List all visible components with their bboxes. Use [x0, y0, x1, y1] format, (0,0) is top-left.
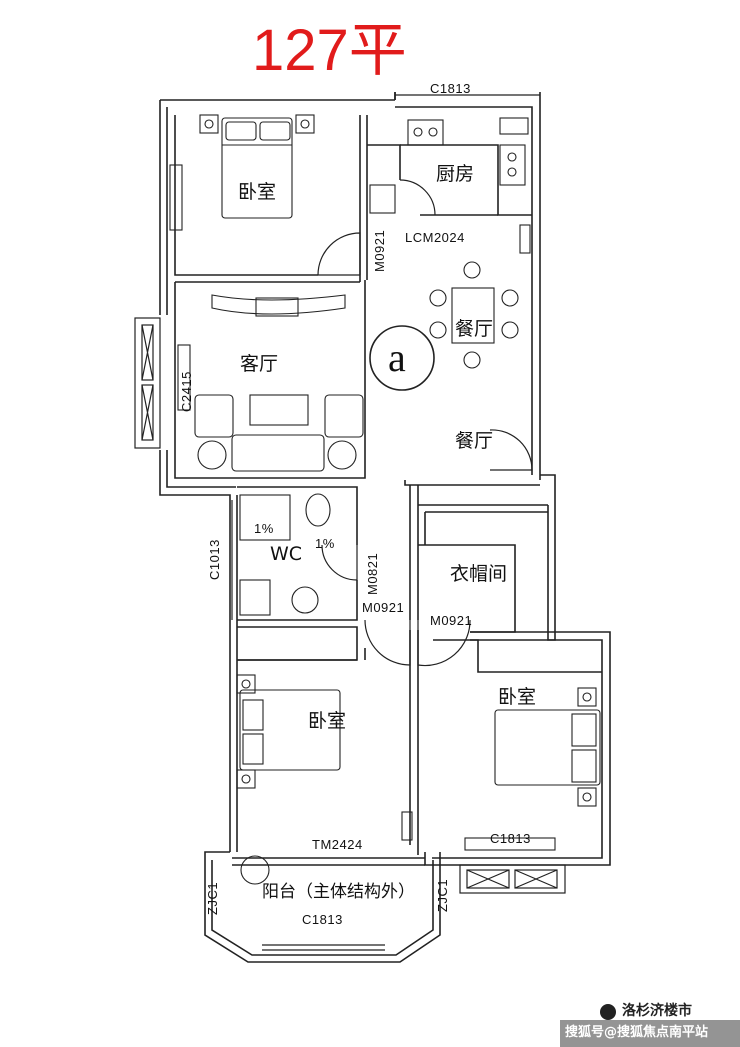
code-c1813-top: C1813	[430, 81, 471, 96]
watermark-logo	[600, 1004, 616, 1020]
room-dining-side: 餐厅	[455, 430, 494, 452]
furniture	[169, 114, 601, 885]
outer-walls	[159, 92, 611, 963]
unit-tag-circle	[369, 325, 435, 391]
code-slope-1: 1%	[254, 521, 274, 536]
code-m0921-left: M0921	[362, 600, 405, 615]
code-c1013: C1013	[207, 539, 222, 580]
code-zjc1-right: ZJC1	[435, 878, 450, 912]
area-title: 127平	[252, 18, 407, 83]
room-bedroom-top: 卧室	[238, 181, 277, 203]
code-c2415: C2415	[179, 371, 194, 412]
watermark-source: 搜狐号@搜狐焦点南平站	[565, 1025, 709, 1040]
code-zjc1-left: ZJC1	[205, 881, 220, 915]
code-m0821: M0821	[365, 552, 380, 595]
code-slope-2: 1%	[315, 536, 335, 551]
room-kitchen: 厨房	[436, 163, 475, 185]
code-m0921-right: M0921	[430, 613, 473, 628]
room-balcony: 阳台（主体结构外）	[262, 882, 415, 902]
room-cloakroom: 衣帽间	[450, 563, 508, 585]
watermark-bar	[560, 1020, 740, 1047]
windows	[134, 94, 566, 951]
room-bedroom-right: 卧室	[498, 686, 537, 708]
code-tm2424: TM2424	[312, 837, 363, 852]
code-lcm2024: LCM2024	[405, 230, 465, 245]
code-c1813-right: C1813	[490, 831, 531, 846]
room-dining-center: 餐厅	[455, 318, 494, 340]
watermark-brand: 洛杉济楼市	[622, 1003, 692, 1019]
room-wc: WC	[270, 543, 303, 565]
room-bedroom-mid: 卧室	[308, 710, 347, 732]
room-living: 客厅	[240, 353, 279, 375]
code-m0921-kitchen: M0921	[372, 229, 387, 272]
unit-tag-label: a	[388, 335, 406, 380]
doors	[317, 179, 533, 667]
code-c1813-balcony: C1813	[302, 912, 343, 927]
